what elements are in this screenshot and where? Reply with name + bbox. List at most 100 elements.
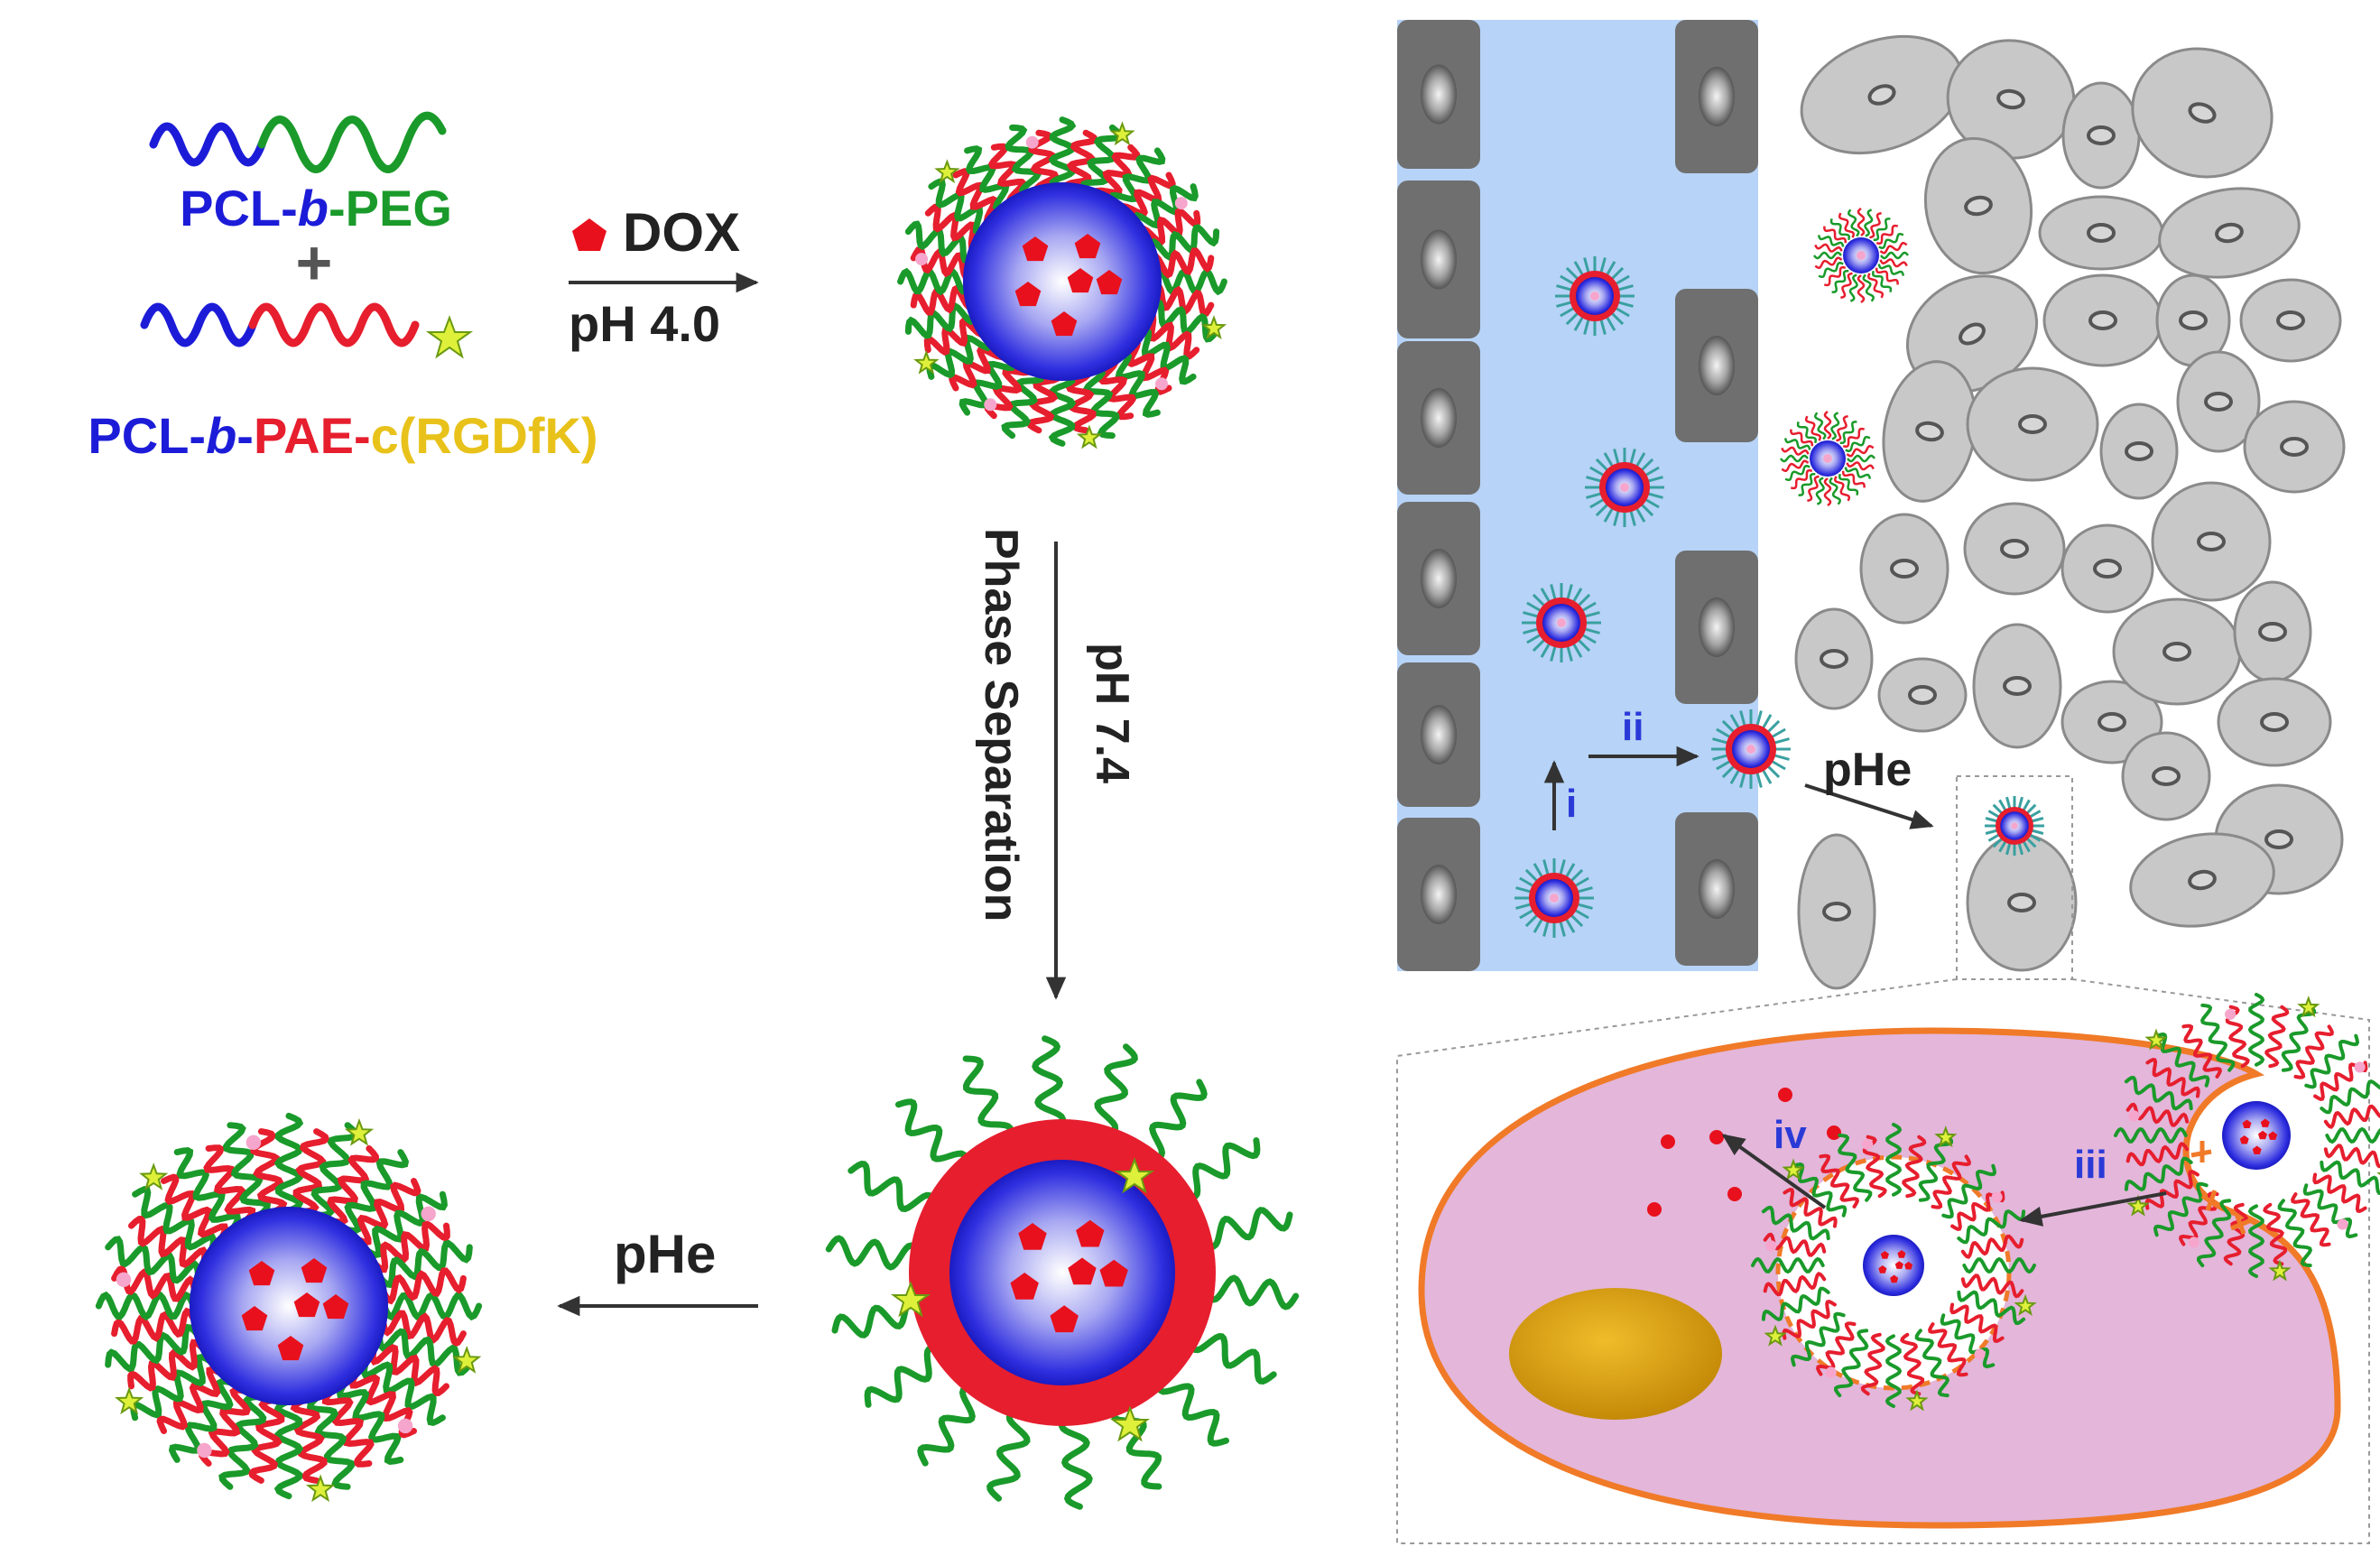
tissue-cell	[2061, 523, 2154, 614]
pae-chain	[1790, 429, 1814, 447]
pae-chain	[2293, 1024, 2334, 1079]
peg-chain	[917, 1385, 982, 1467]
charge-reversed-micelle	[95, 1112, 483, 1503]
peg-chain	[173, 1147, 242, 1232]
pae-chain	[1879, 242, 1908, 255]
dox-molecule	[1778, 1088, 1792, 1102]
peg-chain	[1864, 208, 1874, 237]
peg-chain	[1519, 876, 1535, 888]
pae-chain	[128, 1215, 208, 1268]
polymer1-label: PCL-b-PEG	[180, 180, 452, 236]
pae-chain	[2223, 1202, 2248, 1266]
dox-payload	[2239, 1118, 2278, 1154]
peg-chain	[1515, 886, 1533, 894]
tissue-cell	[1923, 136, 2033, 275]
cell-nucleus	[1421, 64, 1457, 125]
peg-chain	[1515, 903, 1533, 910]
peg-chain	[1586, 476, 1603, 483]
tissue-cell	[2217, 677, 2332, 767]
peg-chain	[2154, 1032, 2210, 1088]
peg-chain	[1560, 306, 1576, 318]
pae-chain	[1875, 267, 1899, 285]
tissue-micelle	[1780, 411, 1875, 506]
peg-chain	[1880, 251, 1909, 260]
dox-pentagon-icon	[1014, 282, 1042, 307]
pae-chain	[1879, 258, 1908, 268]
pae-chain	[1875, 224, 1899, 245]
rgd-star-icon	[344, 1117, 375, 1146]
peg-chain	[1524, 868, 1539, 883]
peg-chain	[1814, 412, 1827, 440]
peg-chain	[1526, 601, 1542, 613]
pae-chain	[2312, 1172, 2367, 1213]
pae-chain	[1814, 256, 1843, 269]
pink-cluster	[2128, 1110, 2140, 1122]
peg-chain	[1755, 710, 1763, 727]
pink-cluster	[245, 1135, 262, 1151]
peg-chain	[1533, 917, 1544, 933]
peg-chain	[1839, 421, 1857, 445]
pae-chain	[1869, 211, 1882, 239]
rgd-star-icon	[2268, 1259, 2292, 1282]
peg-chain	[1595, 458, 1609, 472]
plus-sign: +	[296, 227, 333, 298]
peg-chain	[1580, 633, 1597, 644]
pae-chain	[379, 1267, 467, 1305]
dox-pentagon-icon	[2260, 1118, 2270, 1127]
pae-chain	[379, 1310, 467, 1348]
peg-chain	[1848, 208, 1860, 237]
peg-chain	[1844, 467, 1872, 479]
pae-chain	[1846, 445, 1875, 458]
peg-chain	[1599, 318, 1607, 335]
peg-chain	[1985, 829, 1998, 835]
pae-chain	[1931, 1154, 1971, 1209]
peg-chain	[336, 1380, 404, 1465]
pink-cluster	[915, 253, 929, 266]
phe-label-left: pHe	[614, 1224, 716, 1284]
peg-chain	[1962, 1256, 2036, 1274]
peg-chain	[1831, 269, 1849, 293]
peg-chain	[2025, 837, 2037, 848]
peg-chain	[1540, 642, 1551, 658]
peg-chain	[1873, 218, 1891, 242]
micelle-core	[2222, 1101, 2291, 1170]
peg-chain	[1603, 452, 1615, 468]
ph74-label: pH 7.4	[1086, 643, 1138, 783]
cell-nucleus	[1908, 685, 1937, 705]
peg-chain	[1783, 438, 1811, 450]
tissue-cell	[1797, 833, 1876, 990]
endothelial-cell	[1675, 812, 1758, 966]
peg-chain	[1577, 593, 1591, 607]
pink-cluster	[1825, 1366, 1837, 1378]
peg-chain	[1583, 627, 1600, 634]
peg-chain	[132, 1185, 218, 1254]
pae-chain	[1840, 272, 1853, 300]
rgd-star-icon	[139, 1162, 169, 1190]
dox-pentagon-icon	[1878, 1265, 1887, 1274]
peg-chain	[1646, 492, 1663, 499]
peg-chain	[2247, 1204, 2265, 1278]
peg-chain	[1739, 710, 1746, 727]
peg-chain	[1032, 1035, 1067, 1132]
peg-chain	[1189, 1332, 1277, 1385]
peg-chain	[1780, 454, 1809, 463]
peg-chain	[1721, 764, 1736, 779]
peg-chain	[1610, 311, 1625, 326]
peg-chain	[1940, 1313, 1996, 1369]
micelle-corona	[2114, 993, 2380, 1282]
rgd-star-icon	[305, 1474, 336, 1503]
peg-chain	[1616, 301, 1634, 308]
dox-pentagon-icon	[301, 1258, 328, 1283]
rgd-star-icon	[2014, 1293, 2037, 1316]
micelle-core	[963, 182, 1162, 381]
peg-chain	[306, 1394, 356, 1490]
cell-nucleus	[1699, 597, 1735, 657]
dox-pentagon-icon	[322, 1294, 349, 1320]
peg-chain	[2325, 1126, 2380, 1144]
peg-chain	[360, 1358, 446, 1427]
tissue-cell	[2061, 81, 2141, 190]
phase-separated-micelle	[825, 1035, 1300, 1510]
dox-pentagon-icon	[293, 1292, 320, 1318]
peg-chain	[1992, 837, 2004, 848]
peg-chain	[1566, 584, 1573, 601]
